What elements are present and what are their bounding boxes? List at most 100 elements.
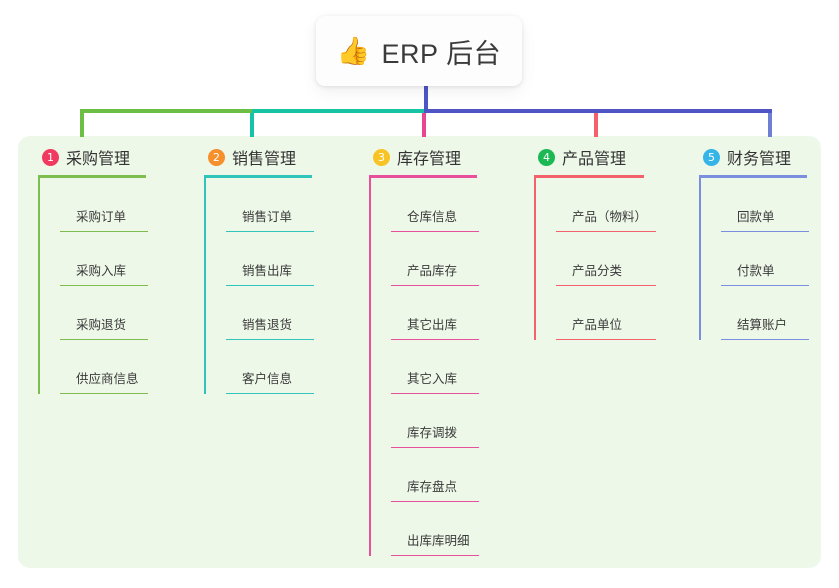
branch-item-rule	[391, 554, 479, 556]
branch-item-list: 采购订单采购入库采购退货供应商信息	[38, 178, 148, 394]
branch-title-label: 产品管理	[562, 151, 627, 168]
branch-item-rule	[226, 392, 314, 394]
branch-item-rule	[721, 284, 809, 286]
branch-item[interactable]: 仓库信息	[391, 178, 479, 232]
branch-item[interactable]: 产品单位	[556, 286, 656, 340]
branch-item-list: 产品（物料） 产品分类产品单位	[534, 178, 656, 340]
branch-header-5[interactable]: 5 财务管理	[699, 144, 809, 170]
branch-item-list: 回款单付款单结算账户	[699, 178, 809, 340]
connector-drop-3	[422, 109, 426, 137]
branch-item[interactable]: 产品分类	[556, 232, 656, 286]
branch-number-badge: 2	[208, 148, 225, 166]
branch-column-1: 1 采购管理采购订单采购入库采购退货供应商信息	[38, 144, 148, 394]
branch-header-rule	[369, 175, 477, 178]
branch-item-rule	[226, 338, 314, 340]
branch-column-3: 3 库存管理仓库信息产品库存其它出库其它入库库存调拨库存盘点出库库明细	[369, 144, 479, 556]
branch-title-label: 财务管理	[727, 151, 792, 168]
branch-item-label: 其它出库	[407, 317, 458, 332]
branch-item[interactable]: 供应商信息	[60, 340, 148, 394]
branch-number-badge: 4	[538, 148, 555, 166]
branch-header-2[interactable]: 2 销售管理	[204, 144, 314, 170]
branch-item-list: 销售订单销售出库销售退货客户信息	[204, 178, 314, 394]
branch-item-rule	[226, 230, 314, 232]
root-node-card[interactable]: 👍 ERP 后台	[316, 16, 522, 86]
branch-number-badge: 5	[703, 148, 720, 166]
branch-spine	[699, 178, 701, 340]
branch-column-4: 4 产品管理产品（物料） 产品分类产品单位	[534, 144, 656, 340]
branch-item-label: 回款单	[737, 209, 775, 224]
branch-item-label: 采购退货	[76, 317, 127, 332]
branch-title-label: 销售管理	[232, 151, 297, 168]
branch-item-label: 销售退货	[242, 317, 293, 332]
branch-item-label: 销售订单	[242, 209, 293, 224]
branch-header-4[interactable]: 4 产品管理	[534, 144, 656, 170]
branch-item-label: 采购入库	[76, 263, 127, 278]
branch-item-label: 产品库存	[407, 263, 458, 278]
branch-item[interactable]: 销售订单	[226, 178, 314, 232]
branch-item[interactable]: 采购订单	[60, 178, 148, 232]
branch-item[interactable]: 产品库存	[391, 232, 479, 286]
branch-number-badge: 3	[373, 148, 390, 166]
branch-item-rule	[721, 230, 809, 232]
branch-item[interactable]: 客户信息	[226, 340, 314, 394]
root-node-content: 👍 ERP 后台	[337, 32, 501, 71]
branch-item-rule	[556, 338, 656, 340]
branch-header-rule	[534, 175, 644, 178]
branch-item[interactable]: 销售退货	[226, 286, 314, 340]
branch-item-label: 库存盘点	[407, 479, 458, 494]
branch-item[interactable]: 产品（物料）	[556, 178, 656, 232]
branch-item-rule	[391, 338, 479, 340]
branch-spine	[38, 178, 40, 394]
branch-item-label: 客户信息	[242, 371, 293, 386]
connector-drop-5	[768, 109, 772, 137]
branch-item[interactable]: 采购退货	[60, 286, 148, 340]
branch-item[interactable]: 其它出库	[391, 286, 479, 340]
branch-header-3[interactable]: 3 库存管理	[369, 144, 479, 170]
branch-item-rule	[226, 284, 314, 286]
branch-item-label: 结算账户	[737, 317, 788, 332]
branch-spine	[369, 178, 371, 556]
connector-bar-segment-2	[252, 109, 424, 113]
branch-header-rule	[699, 175, 807, 178]
branch-item-rule	[391, 500, 479, 502]
branch-item-rule	[556, 230, 656, 232]
connector-bar-segment-1	[80, 109, 252, 113]
branch-item[interactable]: 回款单	[721, 178, 809, 232]
branch-item-label: 仓库信息	[407, 209, 458, 224]
branch-item-rule	[556, 284, 656, 286]
branch-item-rule	[391, 446, 479, 448]
root-stem-connector	[424, 86, 428, 111]
branch-spine	[204, 178, 206, 394]
branch-item-rule	[60, 338, 148, 340]
branch-item[interactable]: 其它入库	[391, 340, 479, 394]
branch-item-label: 产品分类	[572, 263, 623, 278]
branch-item-label: 产品（物料）	[572, 209, 648, 224]
branch-column-2: 2 销售管理销售订单销售出库销售退货客户信息	[204, 144, 314, 394]
branch-item-rule	[391, 230, 479, 232]
branch-number-badge: 1	[42, 148, 59, 166]
diagram-panel	[18, 136, 821, 568]
branch-title-label: 库存管理	[397, 151, 462, 168]
connector-drop-1	[80, 109, 84, 137]
branch-item[interactable]: 采购入库	[60, 232, 148, 286]
thumbs-up-icon: 👍	[336, 35, 371, 66]
branch-item-rule	[60, 230, 148, 232]
branch-item-label: 供应商信息	[76, 371, 139, 386]
branch-item[interactable]: 结算账户	[721, 286, 809, 340]
branch-item[interactable]: 库存盘点	[391, 448, 479, 502]
branch-header-rule	[38, 175, 146, 178]
root-node-title: ERP 后台	[381, 38, 502, 69]
branch-title-label: 采购管理	[66, 151, 131, 168]
branch-item[interactable]: 付款单	[721, 232, 809, 286]
branch-item[interactable]: 出库库明细	[391, 502, 479, 556]
branch-item-label: 库存调拨	[407, 425, 458, 440]
branch-item[interactable]: 库存调拨	[391, 394, 479, 448]
branch-item-rule	[391, 284, 479, 286]
connector-drop-4	[594, 109, 598, 137]
branch-item-label: 产品单位	[572, 317, 623, 332]
branch-header-1[interactable]: 1 采购管理	[38, 144, 148, 170]
branch-item[interactable]: 销售出库	[226, 232, 314, 286]
branch-item-label: 付款单	[737, 263, 775, 278]
branch-spine	[534, 178, 536, 340]
